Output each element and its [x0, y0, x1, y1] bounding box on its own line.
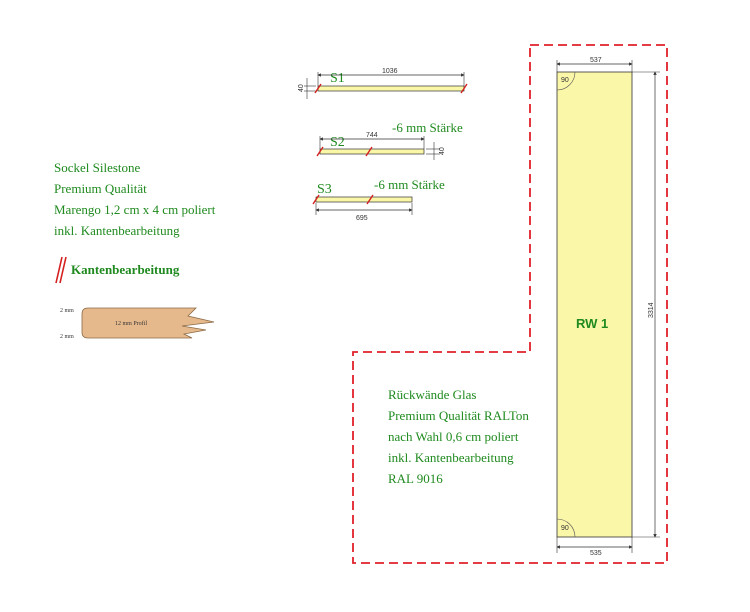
edge-mark-icon: [55, 256, 67, 284]
rw1-label: RW 1: [576, 316, 608, 331]
edge-legend-title: Kantenbearbeitung: [71, 262, 180, 277]
piece-s3-length: 695: [356, 215, 368, 222]
sockel-line-4: inkl. Kantenbearbeitung: [54, 223, 180, 238]
piece-s2-panel: [319, 148, 425, 155]
rw1-height: 3314: [648, 302, 655, 318]
piece-s3-label: S3: [317, 182, 332, 197]
piece-s2: S2 -6 mm Stärke 744 40: [316, 120, 463, 160]
profile-bottom-mm: 2 mm: [60, 334, 74, 340]
rw1-angle-top: 90: [561, 77, 569, 84]
glass-line-5: RAL 9016: [388, 471, 443, 486]
edge-mark: [316, 146, 324, 157]
edge-mark: [366, 194, 374, 205]
piece-s3: S3 -6 mm Stärke 695: [312, 177, 445, 222]
glass-line-2: Premium Qualität RALTon: [388, 408, 529, 423]
rw1-width-top: 537: [590, 57, 602, 64]
piece-s2-note: -6 mm Stärke: [392, 120, 463, 135]
piece-s2-label: S2: [330, 135, 345, 150]
edge-mark: [365, 146, 373, 157]
edge-mark: [460, 83, 468, 94]
rw1-panel: [556, 71, 633, 538]
piece-s3-note: -6 mm Stärke: [374, 177, 445, 192]
edge-legend: Kantenbearbeitung: [55, 256, 180, 284]
glass-line-1: Rückwände Glas: [388, 387, 476, 402]
edge-mark: [314, 83, 322, 94]
piece-s1: S1 1036 40: [298, 68, 468, 99]
sockel-description: Sockel Silestone Premium Qualität Mareng…: [54, 160, 216, 238]
piece-s1-height: 40: [298, 84, 305, 92]
sockel-line-3: Marengo 1,2 cm x 4 cm poliert: [54, 202, 216, 217]
profile-label: 12 mm Profil: [115, 320, 147, 327]
piece-s3-panel: [315, 196, 413, 203]
piece-s2-height: 40: [439, 147, 446, 155]
sockel-line-1: Sockel Silestone: [54, 160, 141, 175]
profile-board: [81, 307, 215, 339]
piece-s1-panel: [317, 85, 465, 92]
rw1-panel-group: 537 RW 1 90 90 3314 535: [556, 57, 660, 557]
glass-line-3: nach Wahl 0,6 cm poliert: [388, 429, 519, 444]
rw1-angle-bottom: 90: [561, 525, 569, 532]
glass-line-4: inkl. Kantenbearbeitung: [388, 450, 514, 465]
backsplash-area-outline: [352, 44, 668, 564]
piece-s1-label: S1: [330, 71, 345, 86]
edge-mark: [312, 194, 320, 205]
piece-s2-length: 744: [366, 132, 378, 139]
sockel-line-2: Premium Qualität: [54, 181, 147, 196]
edge-profile-sketch: 2 mm 2 mm 12 mm Profil: [60, 307, 215, 340]
glass-description: Rückwände Glas Premium Qualität RALTon n…: [388, 387, 529, 486]
piece-s1-length: 1036: [382, 68, 398, 75]
profile-top-mm: 2 mm: [60, 308, 74, 314]
rw1-width-bottom: 535: [590, 550, 602, 557]
